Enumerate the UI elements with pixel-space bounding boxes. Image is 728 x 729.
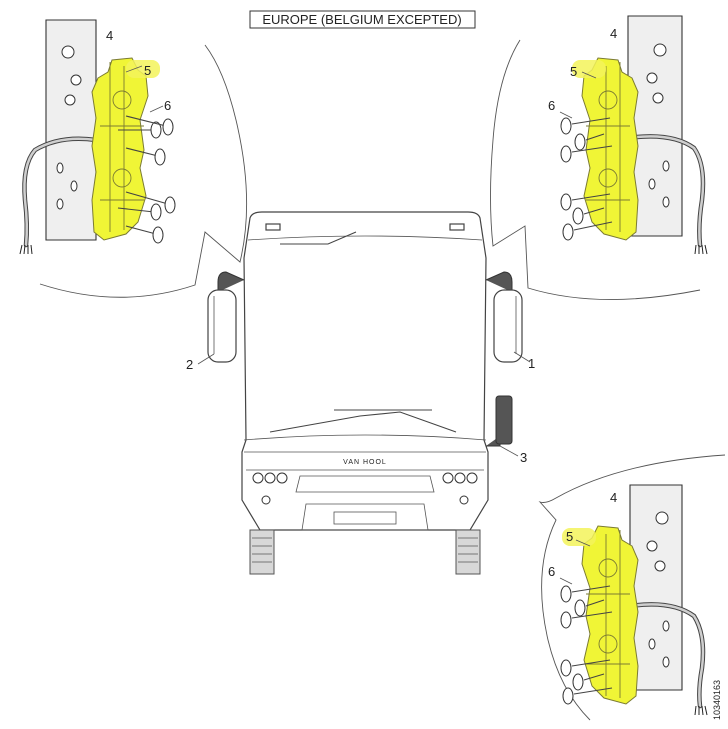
label-1: 1 [528,356,535,371]
label-5: 5 [570,64,577,79]
detail-top-left: 4 5 6 [19,19,176,255]
bus-front-view: VAN HOOL [241,211,489,575]
label-4: 4 [610,26,617,41]
bubble-top-left [39,44,248,298]
screws [560,117,613,241]
document-id: 10340163 [712,680,722,720]
title-text: EUROPE (BELGIUM EXCEPTED) [262,12,461,27]
label-6: 6 [548,564,555,579]
headlights-left [252,472,288,484]
mirror-left [207,271,245,363]
wheel-left [249,529,275,575]
label-6: 6 [548,98,555,113]
label-5: 5 [566,529,573,544]
title-box: EUROPE (BELGIUM EXCEPTED) [249,10,476,29]
bubble-top-right [490,39,701,300]
label-6: 6 [164,98,171,113]
camera-arm [486,395,513,447]
screws [117,115,176,244]
headlights-right [442,472,478,484]
bubble-bottom-right [538,454,726,721]
screws [560,585,613,705]
label-3: 3 [520,450,527,465]
wheel-right [455,529,481,575]
label-4: 4 [610,490,617,505]
detail-top-right: 4 5 6 [548,15,708,255]
camera-bracket [91,57,149,241]
mounting-plate [45,19,97,241]
mirror-right [485,271,523,363]
detail-bottom-right: 4 5 6 [548,484,708,716]
label-2: 2 [186,357,193,372]
label-4: 4 [106,28,113,43]
label-5: 5 [144,63,151,78]
camera-bracket [581,525,639,705]
brand-logo-text: VAN HOOL [343,459,387,466]
